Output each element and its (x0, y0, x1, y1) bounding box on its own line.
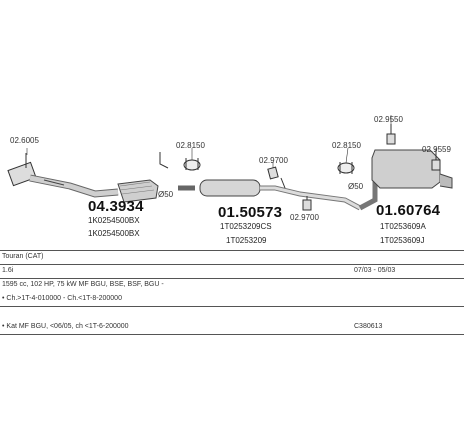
clamp-ref-2: 02.8150 (332, 141, 361, 150)
mount-ref-2: 02.9700 (290, 213, 319, 222)
rubber-mount-icon-2 (302, 196, 312, 211)
mount-ref: 02.9700 (259, 156, 288, 165)
downpipe-flange-icon (7, 153, 37, 187)
table-row (0, 306, 464, 320)
diameter-label: Ø50 (158, 190, 174, 199)
catalytic-converter-icon (117, 179, 159, 203)
downpipe-ref: 02.6005 (10, 136, 39, 145)
table-row: 1595 cc, 102 HP, 75 kW MF BGU, BSE, BSF,… (0, 278, 464, 292)
rear-oem-1: 1T0253609A (380, 222, 426, 231)
downpipe-part-number: 04.3934 (88, 198, 144, 215)
middle-silencer-icon (178, 179, 362, 211)
exhaust-system-diagram (7, 115, 453, 211)
clamp-icon-2 (337, 162, 355, 174)
middle-part-number: 01.50573 (218, 204, 283, 221)
kit-code: C380613 (354, 323, 383, 330)
vehicle-application-table: Touran (CAT) 1.6i 07/03 - 05/03 1595 cc,… (0, 250, 464, 335)
catalyst-note: • Kat MF BGU, <06/05, ch <1T-6-200000 (2, 323, 129, 330)
hanger-hook-icon (159, 152, 169, 169)
chassis-range: • Ch.>1T-4-010000 - Ch.<1T-8-200000 (2, 295, 122, 302)
rear-top-ref: 02.9550 (374, 115, 403, 124)
rear-silencer-icon (371, 149, 453, 189)
table-row: • Kat MF BGU, <06/05, ch <1T-6-200000 C3… (0, 320, 464, 334)
table-row: • Ch.>1T-4-010000 - Ch.<1T-8-200000 (0, 292, 464, 306)
downpipe-oem-1: 1K0254500BX (88, 216, 140, 225)
engine-size: 1.6i (2, 267, 14, 274)
rear-mount-icon (386, 124, 396, 145)
model-name: Touran (CAT) (2, 253, 44, 260)
downpipe-oem-2: 1K0254500BX (88, 229, 140, 238)
rubber-mount-icon (267, 166, 286, 189)
middle-oem-1: 1T0253209CS (220, 222, 272, 231)
engine-details: 1595 cc, 102 HP, 75 kW MF BGU, BSE, BSF,… (2, 281, 164, 288)
rear-part-number: 01.60764 (376, 202, 441, 219)
middle-oem-2: 1T0253209 (226, 236, 267, 245)
production-dates: 07/03 - 05/03 (354, 267, 396, 274)
diameter-label-2: Ø50 (348, 182, 364, 191)
table-row: Touran (CAT) (0, 250, 464, 264)
table-row: 1.6i 07/03 - 05/03 (0, 264, 464, 278)
rear-oem-2: 1T0253609J (380, 236, 425, 245)
downpipe-icon (29, 174, 119, 198)
rear-mount-ref: 02.9559 (422, 145, 451, 154)
clamp-ref: 02.8150 (176, 141, 205, 150)
